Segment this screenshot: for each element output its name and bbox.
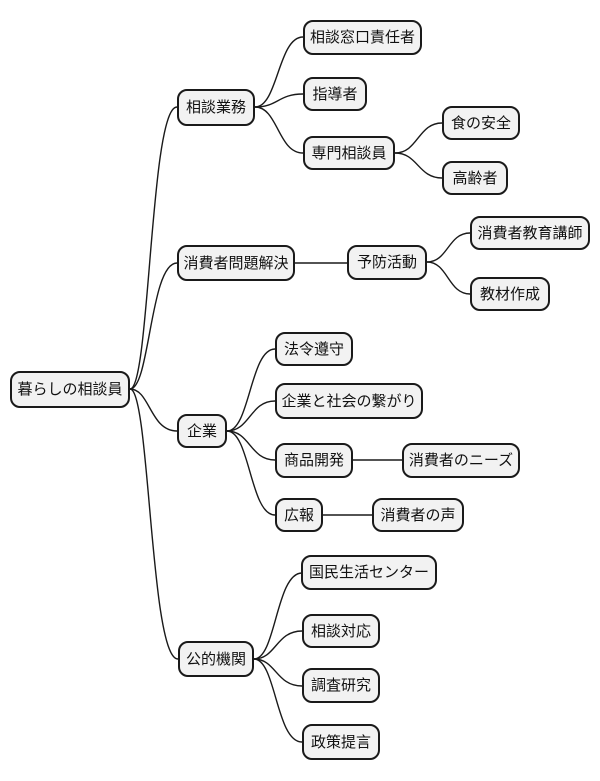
node-public-relations: 広報 (275, 498, 323, 532)
edge-root-consumer-problem-solving (129, 262, 178, 390)
edge-public-institutions-research (253, 658, 303, 687)
edge-prevention-material-creation (426, 261, 471, 295)
node-prevention-activities: 予防活動 (347, 245, 427, 280)
node-national-consumer-center: 国民生活センター (301, 555, 437, 590)
edge-corporations-product-development (226, 430, 276, 461)
edge-corporations-compliance (226, 348, 276, 432)
edge-root-public-institutions (129, 388, 179, 660)
node-consumer-problem-solving: 消費者問題解決 (177, 245, 295, 281)
edge-public-institutions-consultation-response (253, 630, 303, 660)
node-consumer-needs: 消費者のニーズ (402, 443, 520, 478)
node-consumer-voice: 消費者の声 (372, 498, 464, 532)
edge-consultation-work-desk-manager (254, 36, 304, 108)
edge-specialist-food-safety (394, 122, 443, 154)
node-elderly: 高齢者 (442, 161, 508, 195)
node-instructor: 指導者 (303, 77, 367, 111)
edge-corporations-public-relations (226, 430, 276, 516)
node-teaching-material-creation: 教材作成 (470, 277, 550, 311)
node-specialist-counselor: 専門相談員 (303, 136, 395, 170)
node-product-development: 商品開発 (275, 443, 353, 478)
node-legal-compliance: 法令遵守 (275, 332, 353, 366)
edge-consultation-work-instructor (254, 93, 304, 108)
edge-root-corporations (129, 388, 178, 432)
node-public-institutions: 公的機関 (178, 641, 254, 677)
edge-specialist-elderly (394, 152, 443, 179)
node-corporations: 企業 (177, 414, 227, 448)
node-policy-proposal: 政策提言 (302, 724, 380, 760)
edge-root-consultation-work (129, 106, 178, 390)
edge-public-institutions-policy-proposal (253, 658, 303, 743)
node-root-life-counselor: 暮らしの相談員 (10, 371, 130, 408)
node-consultation-work: 相談業務 (177, 89, 255, 126)
edge-corporations-company-society (226, 400, 276, 432)
edge-public-institutions-national-center (253, 572, 303, 660)
node-consumer-education-lecturer: 消費者教育講師 (470, 216, 590, 250)
node-consultation-desk-manager: 相談窓口責任者 (303, 20, 422, 55)
edge-prevention-education-lecturer (426, 232, 471, 263)
node-food-safety: 食の安全 (442, 106, 520, 140)
node-consultation-response: 相談対応 (302, 614, 380, 648)
node-company-society-connection: 企業と社会の繋がり (275, 383, 423, 419)
edge-consultation-work-specialist (254, 106, 304, 154)
node-research-study: 調査研究 (302, 668, 380, 703)
